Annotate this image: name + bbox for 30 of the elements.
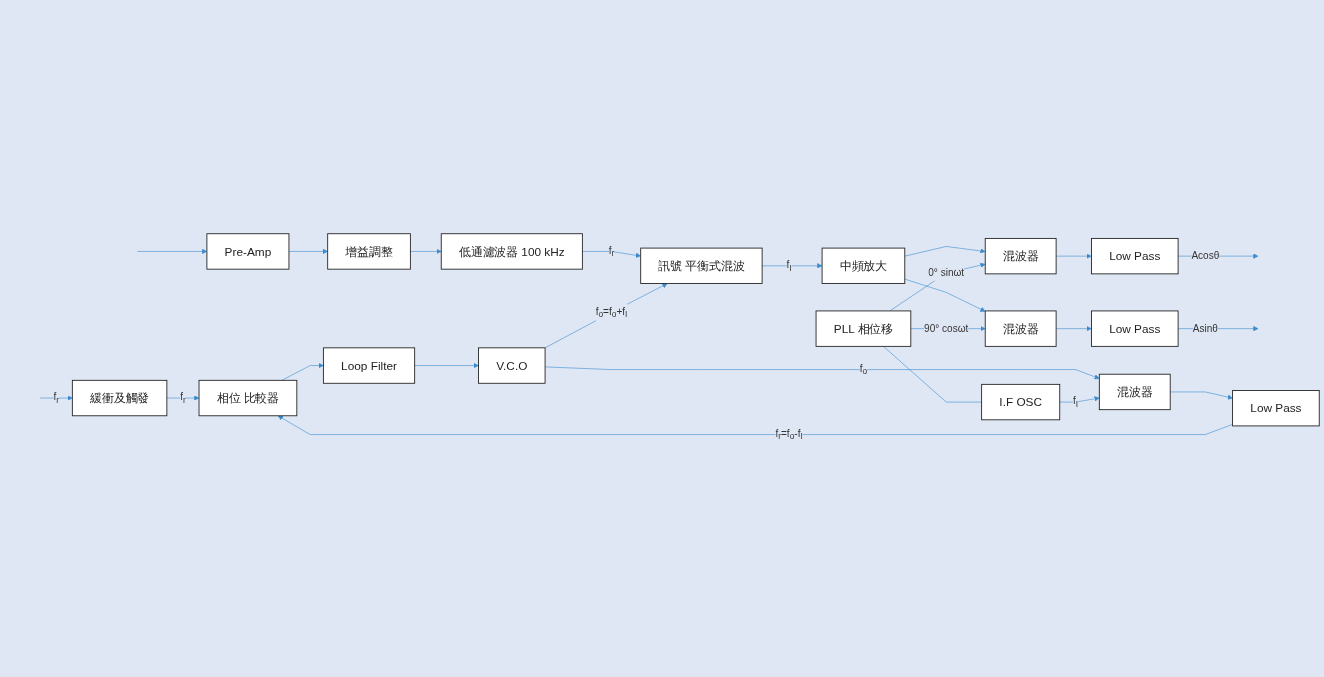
edge-label: Asinθ bbox=[1192, 323, 1218, 335]
node-box: Low Pass bbox=[1091, 310, 1179, 347]
edge-label: f$_{o}$=f$_{o}$+f$_{I}$ bbox=[595, 305, 628, 320]
edge-label: f$_{r}$ bbox=[53, 391, 60, 405]
edge-label: f$_{r}$ bbox=[608, 244, 615, 259]
edge-label: f$_{r}$ bbox=[180, 391, 186, 405]
edge-label: 90° cosωt bbox=[924, 323, 969, 335]
connector bbox=[883, 346, 982, 403]
node-box: Pre-Amp bbox=[206, 233, 290, 270]
node-box: 中頻放大 bbox=[821, 247, 906, 285]
node-box: 緩衝及觸發 bbox=[71, 380, 168, 417]
edge-label: f$_{r}$=f$_{o}$-f$_{I}$ bbox=[775, 428, 803, 442]
node-box: 低通濾波器 100 kHz bbox=[440, 233, 583, 270]
edge-label: f$_{I}$ bbox=[1073, 395, 1079, 409]
node-box: V.C.O bbox=[478, 347, 546, 384]
edge-label: f$_{I}$ bbox=[786, 259, 792, 273]
edge-label: 0° sinωt bbox=[928, 267, 965, 279]
edge-label: Acosθ bbox=[1191, 250, 1220, 262]
node-box: PLL 相位移 bbox=[815, 310, 912, 347]
node-box: Low Pass bbox=[1232, 390, 1320, 427]
node-box: 混波器 bbox=[1098, 373, 1171, 411]
node-box: 訊號 平衡式混波 bbox=[640, 247, 763, 285]
node-box: 混波器 bbox=[984, 310, 1057, 347]
node-box: Low Pass bbox=[1091, 238, 1179, 275]
node-box: I.F OSC bbox=[981, 384, 1061, 421]
edge-label: f$_{o}$ bbox=[859, 363, 868, 377]
node-box: 混波器 bbox=[984, 238, 1057, 275]
node-box: 增益調整 bbox=[327, 233, 411, 270]
node-box: 相位 比較器 bbox=[198, 380, 298, 417]
node-box: Loop Filter bbox=[322, 347, 416, 384]
